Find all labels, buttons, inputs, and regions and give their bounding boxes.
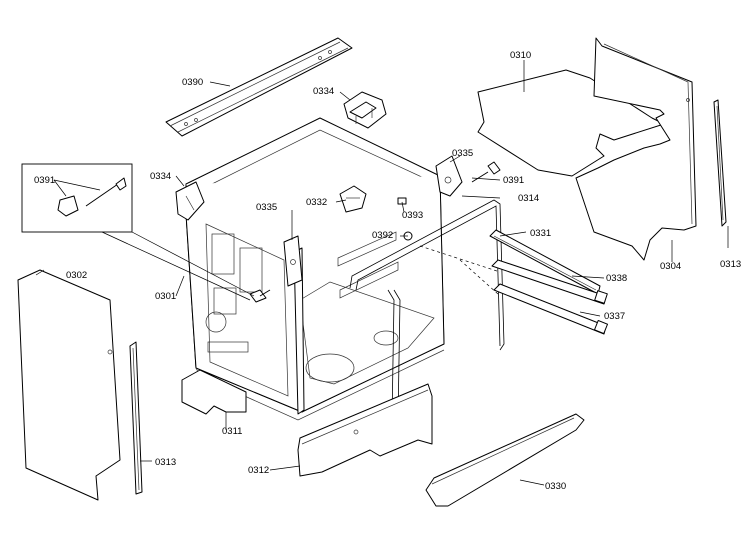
part-labels: 0390 0334 0310 0391 0334 0335 0391 0332 … [34,50,741,492]
part-0304-side-panel [575,37,697,261]
label-0334-left: 0334 [150,171,171,182]
label-0337: 0337 [604,311,625,322]
part-0302-front-panel [17,269,121,501]
label-0334-top: 0334 [313,86,334,97]
part-0332-latch [339,185,367,213]
main-tub-frame [185,117,445,421]
label-0330: 0330 [545,481,566,492]
part-0313-edge-strip-left [129,341,143,495]
label-0332: 0332 [306,197,327,208]
label-0313-right: 0313 [720,259,741,270]
label-0391-right: 0391 [503,175,524,186]
part-0331-rail-upper [489,229,601,295]
inset-callout-box [21,163,133,233]
label-0304: 0304 [660,261,681,272]
label-0393: 0393 [402,210,423,221]
part-0393-clip [397,197,407,205]
part-0330-bottom-rail [425,413,585,507]
label-0310: 0310 [510,50,531,61]
part-0313-edge-strip-right [713,99,727,227]
part-0334-bracket-left [175,181,205,221]
screw-front [249,289,271,303]
label-0392: 0392 [372,230,393,241]
label-0313-left: 0313 [155,457,176,468]
label-0335-left: 0335 [256,202,277,213]
label-0314: 0314 [518,193,539,204]
part-0314-door-seal [349,199,505,421]
part-0391-screw-right [471,161,501,183]
label-0390: 0390 [182,77,203,88]
label-0302: 0302 [66,270,87,281]
part-0334-bracket-top [343,91,387,129]
label-0331: 0331 [530,228,551,239]
leader-lines [35,60,729,486]
part-0335-hinge-left [283,235,303,287]
part-0390-top-strip [165,37,353,137]
label-0391-inset: 0391 [34,175,55,186]
part-0338-rail [491,259,608,305]
label-0312: 0312 [248,465,269,476]
label-0338: 0338 [606,273,627,284]
label-0311: 0311 [222,426,242,437]
label-0301: 0301 [155,291,176,302]
part-0337-rail [493,283,609,335]
part-0312-toe-kick [297,383,433,477]
part-0335-hinge-right [435,155,463,197]
label-0335-right: 0335 [452,148,473,159]
